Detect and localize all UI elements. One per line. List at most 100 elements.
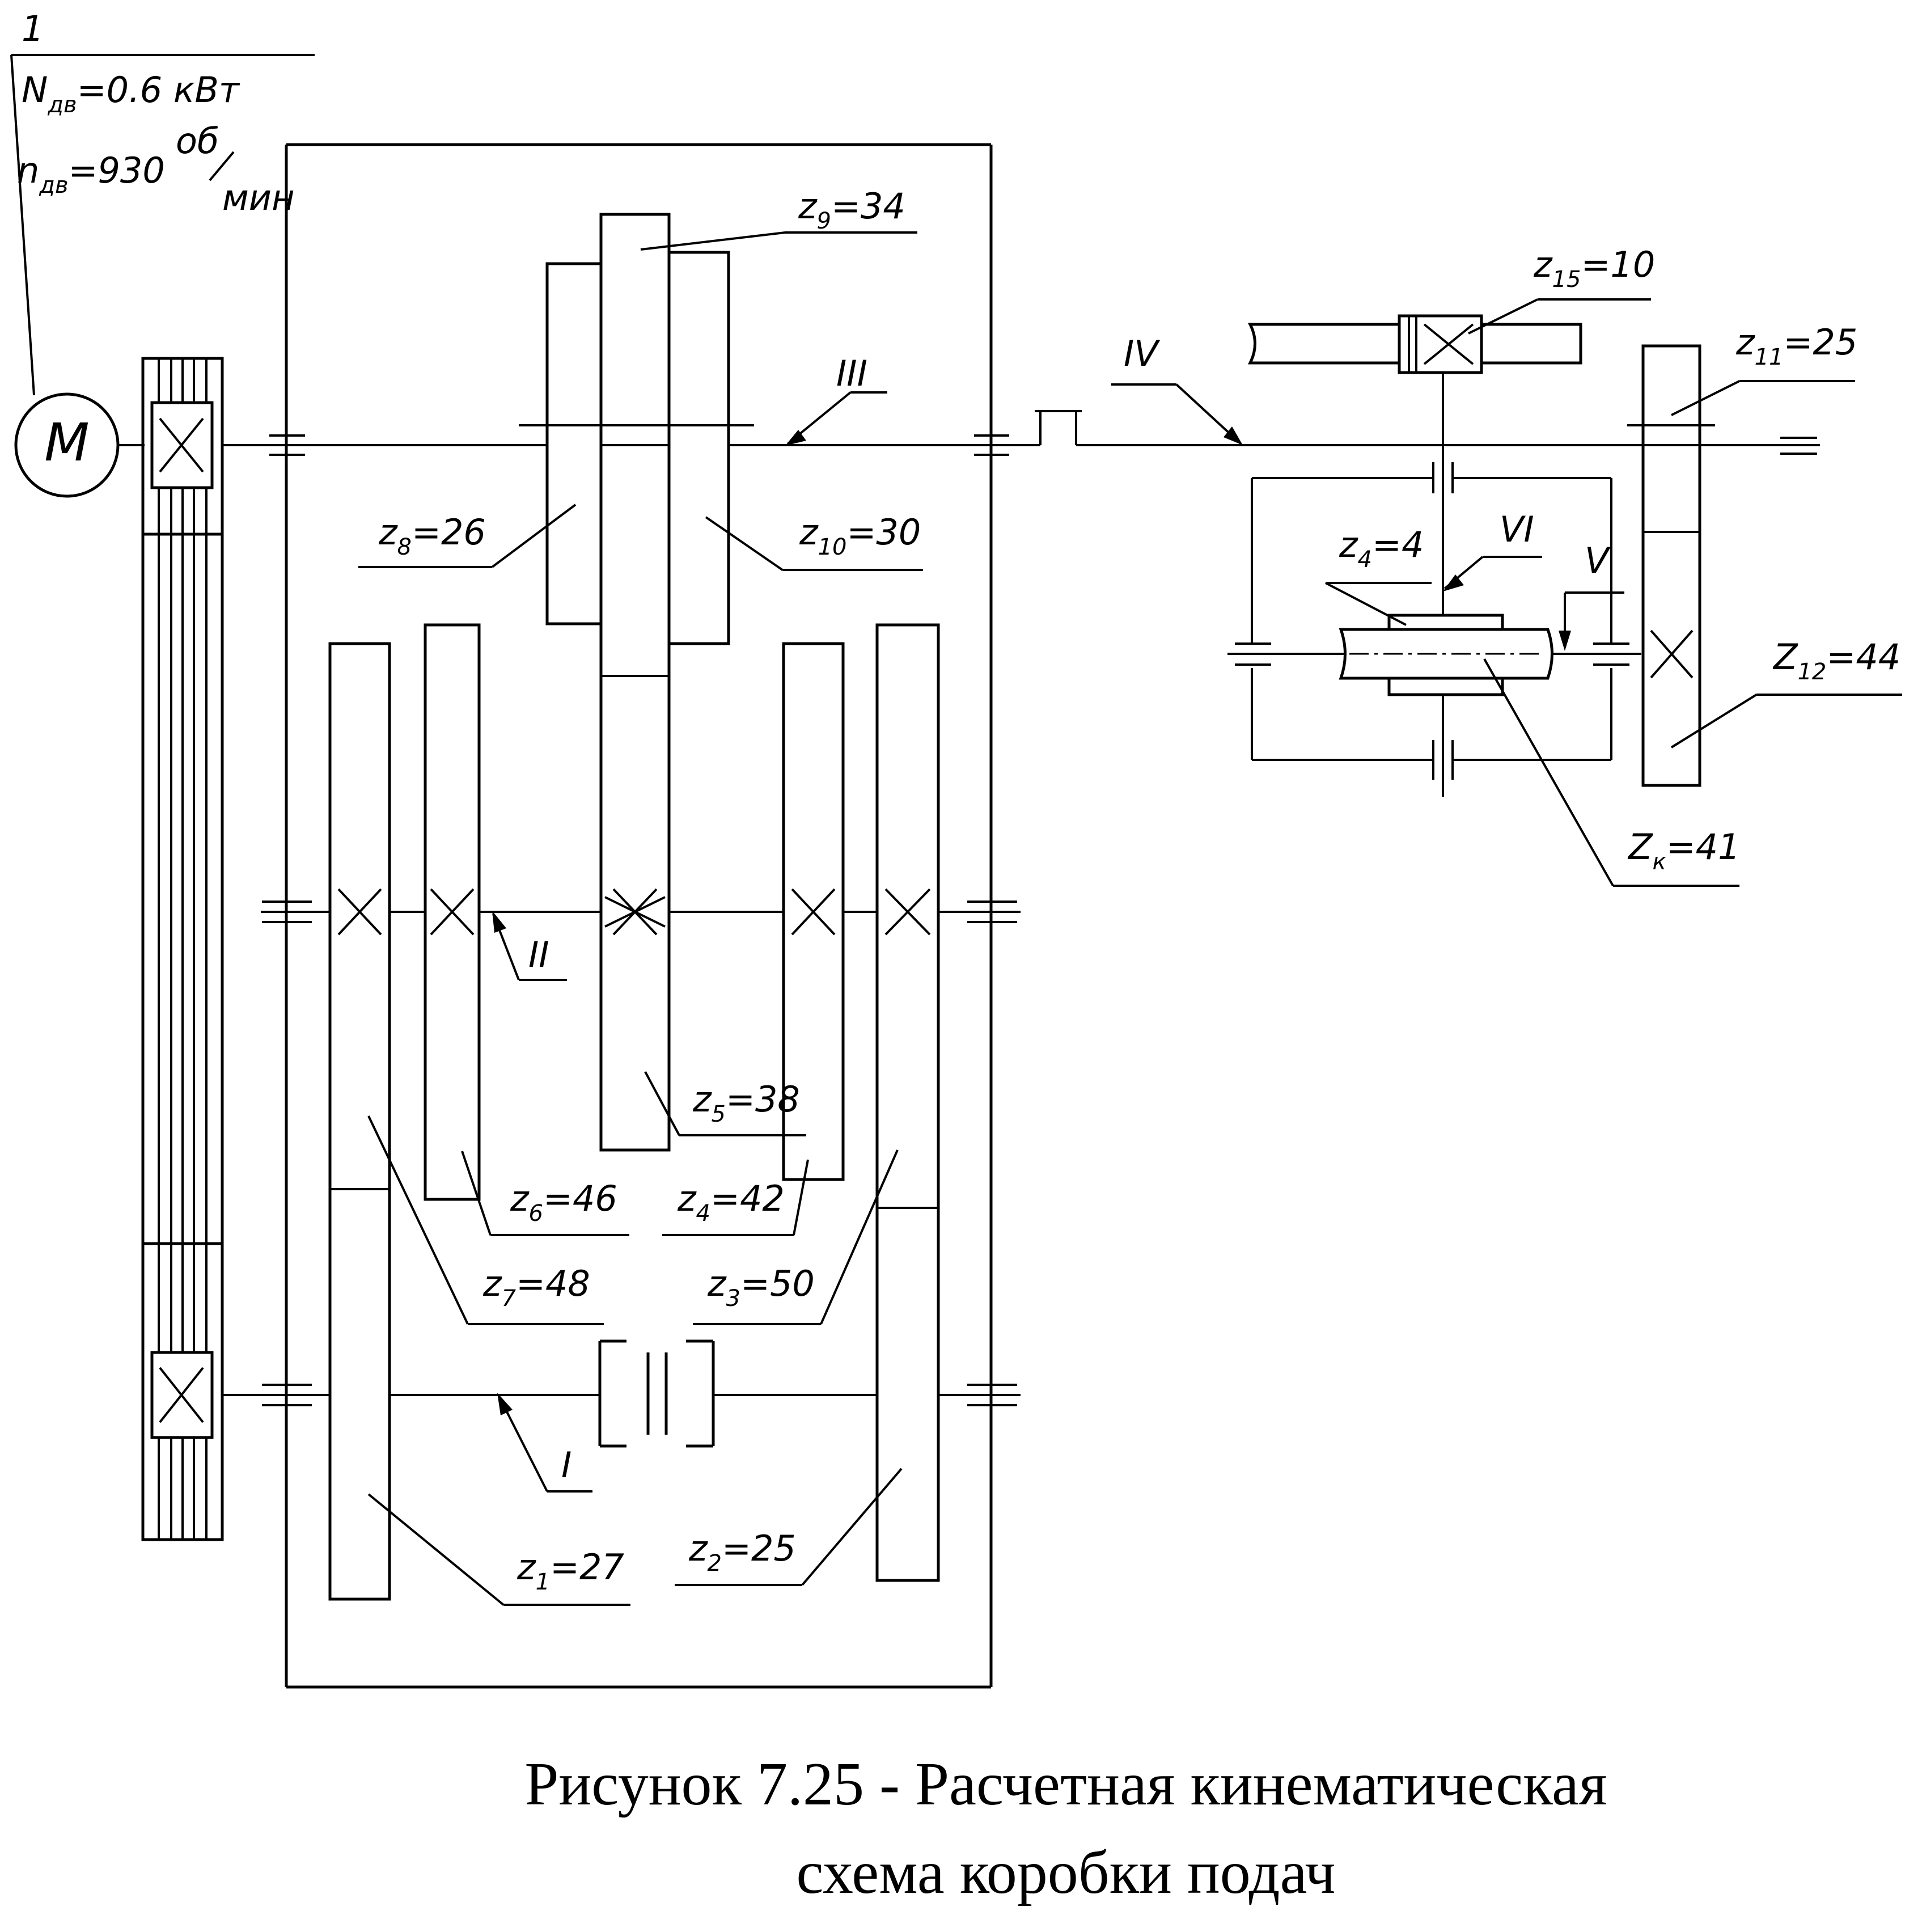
motor-speed-base: n [17, 150, 39, 191]
worm-z4 [1339, 628, 1553, 680]
z7-label: z7=48 [482, 1263, 590, 1312]
z2-leader [801, 1468, 903, 1586]
shaft-II-label: II [528, 934, 549, 975]
gear-z12-fixed-mark [1650, 629, 1694, 679]
z2-value: =25 [722, 1528, 796, 1569]
gear-z10 [664, 251, 730, 645]
z5-base: z [692, 1079, 712, 1120]
z5-value: =38 [726, 1079, 800, 1120]
z2-sub: 2 [708, 1550, 722, 1576]
drive-pulley-fixed-mark [159, 417, 204, 473]
z7-leader [367, 1115, 469, 1325]
z6-sub: 6 [529, 1200, 543, 1227]
motor-power-value: =0.6 кВт [77, 69, 240, 111]
z3-value: =50 [740, 1263, 815, 1304]
z15-sub: 15 [1552, 267, 1581, 293]
z10-leader [705, 516, 784, 571]
z4-value: =42 [710, 1178, 785, 1219]
motor-speed-sub: дв [39, 172, 68, 198]
gear-labels: z9=34 z8=26 z10=30 z5=38 z6=46 z4=42 z7=… [358, 185, 1902, 1606]
z11-sub: 11 [1755, 344, 1784, 370]
gear-z4-fixed-mark [791, 888, 836, 936]
gearbox-housing [285, 143, 993, 1689]
shaft-III-arrow [785, 430, 806, 446]
z9-value: =34 [831, 185, 905, 227]
belt-drive [141, 357, 224, 1541]
friction-clutch [598, 1339, 715, 1449]
gear-z15-fixed-mark [1423, 323, 1474, 365]
z9-label: z9=34 [798, 185, 905, 234]
shaft-VI-arrow [1443, 574, 1464, 591]
bearings [262, 434, 1017, 1406]
worm-label: z4=4 [1339, 524, 1424, 573]
z4-sub: 4 [696, 1200, 710, 1227]
figure-caption: Рисунок 7.25 - Расчетная кинематическая … [524, 1751, 1607, 1906]
z2-label: z2=25 [688, 1528, 796, 1576]
motor-callout-leader [10, 54, 35, 396]
z6-label: z6=46 [510, 1178, 617, 1227]
shaft-VI-label: VI [1500, 509, 1534, 550]
z4-label: z4=42 [677, 1178, 785, 1227]
z10-value: =30 [846, 511, 921, 553]
z1-label: z1=27 [517, 1546, 624, 1595]
z6-value: =46 [543, 1178, 617, 1219]
z11-value: =25 [1783, 322, 1857, 363]
clutch-gap [600, 1341, 713, 1449]
z15-leader [1468, 298, 1538, 335]
z1-sub: 1 [536, 1569, 550, 1595]
z12-value: =44 [1826, 636, 1900, 678]
z3-sub: 3 [726, 1286, 740, 1312]
z12-label: Z12=44 [1772, 636, 1900, 685]
z11-leader [1671, 380, 1740, 416]
worm-sub: 4 [1358, 547, 1372, 573]
z1-base: z [517, 1546, 536, 1588]
z15-value: =10 [1581, 244, 1655, 285]
motor-speed-unit-top: об [176, 120, 219, 162]
z9-base: z [798, 185, 818, 227]
shaft-II-arrow [492, 911, 506, 933]
z15-base: z [1533, 244, 1553, 285]
z6-base: z [510, 1178, 530, 1219]
shaft-I-label: I [561, 1444, 572, 1486]
z1-leader [367, 1493, 505, 1606]
gear-z8 [545, 262, 606, 625]
z8-sub: 8 [397, 534, 412, 560]
gear-z7-z1-block [328, 642, 391, 1601]
z4-leader [793, 1159, 809, 1236]
z8-leader [491, 504, 577, 568]
gear-z6 [424, 623, 481, 1201]
motor: M [14, 392, 145, 498]
caption-line-2: схема коробки подач [796, 1839, 1335, 1906]
zk-leader [1483, 658, 1614, 886]
zk-value: =41 [1666, 826, 1741, 868]
z15-label: z15=10 [1533, 244, 1655, 293]
shaft-V-label: V [1585, 540, 1611, 581]
motor-speed-unit-slash [209, 151, 235, 181]
z7-base: z [482, 1263, 502, 1304]
z6-leader [461, 1151, 492, 1236]
z12-leader [1670, 694, 1758, 749]
motor-power-label: Nдв=0.6 кВт [22, 69, 240, 118]
z11-base: z [1735, 322, 1755, 363]
gear-z11-z12-block [1641, 344, 1701, 787]
motor-speed-value: =930 [69, 150, 165, 191]
z5-leader [644, 1071, 680, 1136]
motor-callout: 1 Nдв=0.6 кВт nдв=930 об мин [10, 8, 315, 396]
gear-z6-fixed-mark [430, 888, 475, 936]
gear-block-shaft-III [519, 213, 754, 1152]
shaft-labels: III IV II I VI V [492, 333, 1624, 1493]
z3-leader [820, 1149, 899, 1325]
motor-speed-unit-bottom: мин [222, 177, 295, 218]
shaft-IV-label: IV [1124, 333, 1161, 374]
z8-label: z8=26 [378, 511, 486, 560]
motor-callout-number: 1 [22, 8, 44, 49]
z5-sub: 5 [712, 1101, 726, 1127]
gear-z3-fixed-mark [884, 888, 931, 936]
z9-sub: 9 [817, 208, 831, 234]
gear-z3-z2-block [875, 623, 940, 1582]
z2-base: z [688, 1528, 708, 1569]
gear-z5-fixed-mark [612, 888, 658, 936]
z8-base: z [378, 511, 398, 553]
shaft-III-label: III [836, 353, 867, 394]
z10-sub: 10 [818, 534, 847, 560]
